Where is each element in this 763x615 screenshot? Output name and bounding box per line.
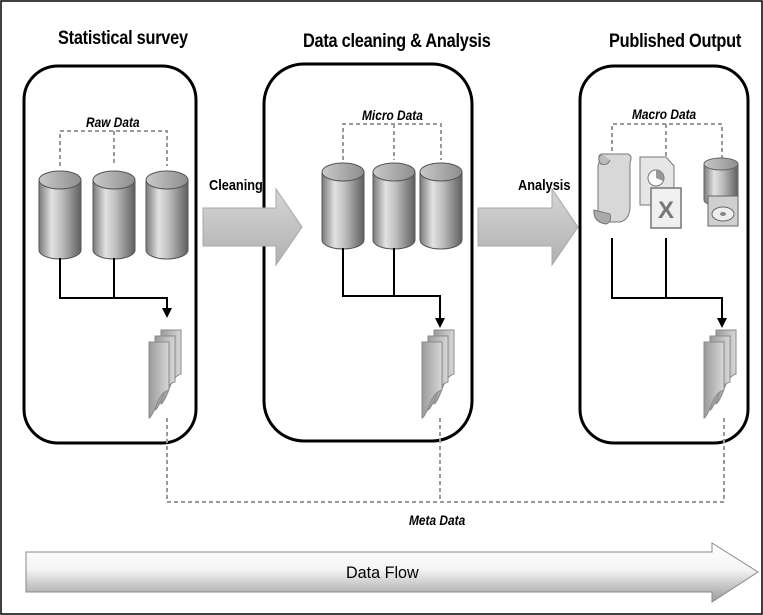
raw-data-label: Raw Data — [86, 114, 140, 130]
stage-title-output: Published Output — [609, 31, 742, 52]
stage-box-analysis — [262, 62, 474, 443]
data-flow-arrow — [25, 542, 759, 603]
macro-data-label: Macro Data — [632, 106, 697, 122]
metadata-document-icon — [421, 329, 455, 419]
analysis-arrow — [477, 187, 579, 267]
metadata-document-icon — [148, 329, 182, 419]
micro-data-cylinders — [321, 162, 463, 250]
stage-title-analysis: Data cleaning & Analysis — [303, 31, 491, 52]
micro-data-label: Micro Data — [362, 107, 423, 123]
cleaning-label: Cleaning — [209, 177, 263, 194]
cylinder-icon — [145, 170, 189, 260]
metadata-docs — [148, 329, 737, 419]
cylinder-icon — [38, 170, 82, 260]
collector-lines — [59, 238, 723, 318]
macro-data-icons: X — [593, 153, 739, 229]
raw-data-cylinders — [38, 170, 189, 260]
data-flow-label: Data Flow — [346, 563, 419, 582]
database-disc-icon — [703, 157, 739, 227]
analysis-label: Analysis — [518, 177, 571, 194]
cylinder-icon — [321, 162, 365, 250]
cylinder-icon — [372, 162, 416, 250]
svg-text:X: X — [658, 197, 674, 224]
cleaning-arrow — [202, 187, 303, 267]
meta-data-label: Meta Data — [409, 512, 466, 528]
spreadsheet-icon: X — [650, 187, 682, 229]
scroll-icon — [593, 153, 632, 225]
data-brackets — [59, 123, 725, 503]
stage-title-survey: Statistical survey — [58, 28, 188, 49]
cylinder-icon — [92, 170, 136, 260]
collector-arrowheads — [162, 308, 727, 328]
metadata-document-icon — [703, 329, 737, 419]
cylinder-icon — [419, 162, 463, 250]
